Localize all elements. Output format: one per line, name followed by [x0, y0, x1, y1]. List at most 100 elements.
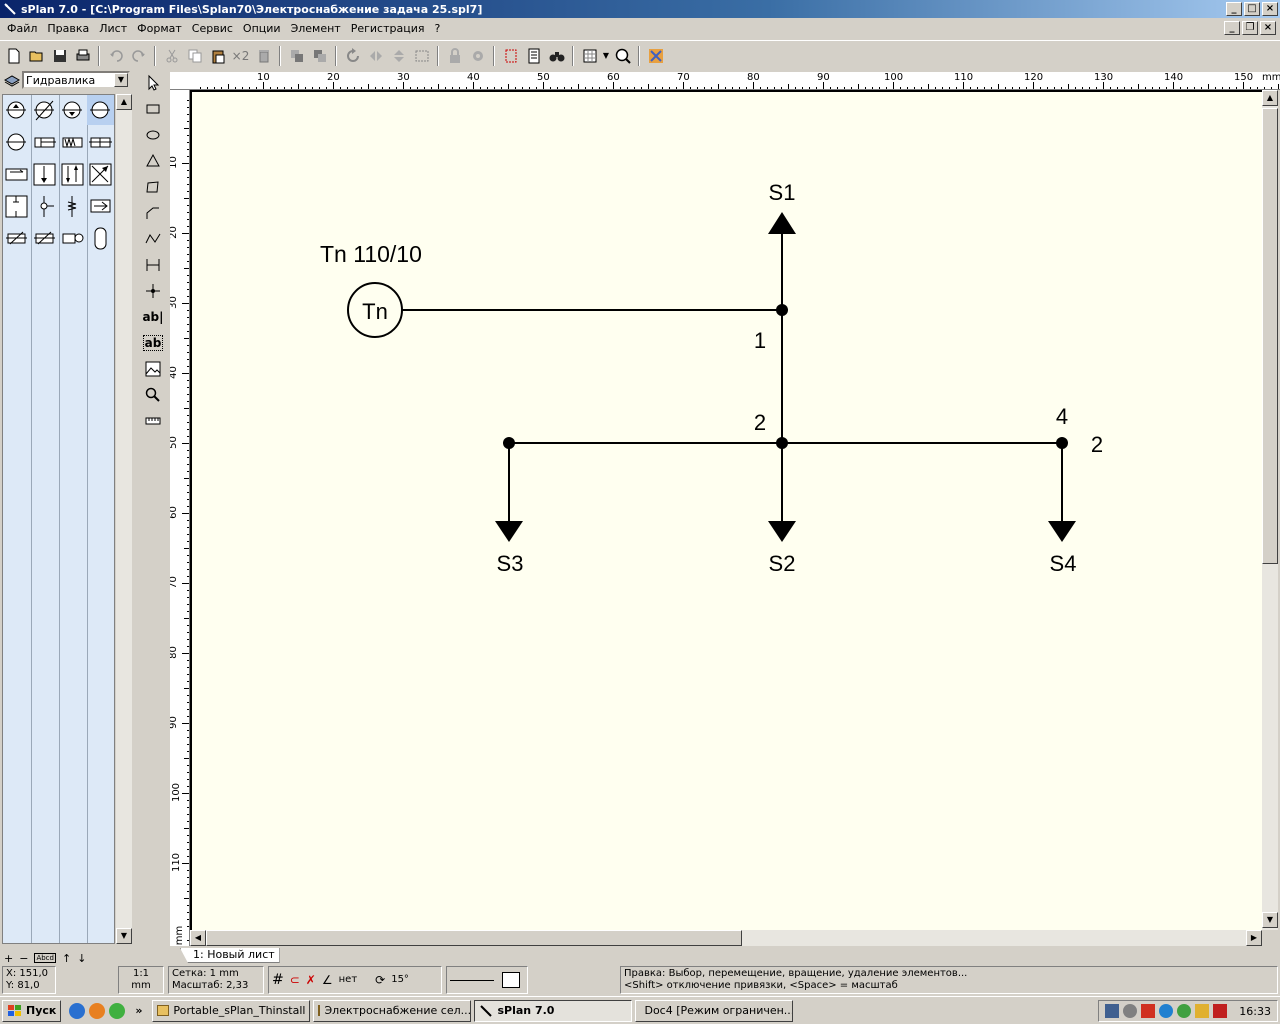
avast-icon[interactable] [89, 1002, 106, 1019]
rectangle-tool[interactable] [141, 96, 165, 122]
browser-icon[interactable] [109, 1002, 126, 1019]
group-button[interactable] [410, 44, 433, 67]
lock-button[interactable] [443, 44, 466, 67]
horizontal-scroll-thumb[interactable] [206, 930, 742, 946]
quick-launch-chevron[interactable]: » [135, 1004, 143, 1017]
menu-sheet[interactable]: Лист [99, 21, 128, 35]
library-symbol-cylinder[interactable] [31, 127, 58, 157]
maximize-button[interactable]: □ [1244, 2, 1260, 16]
magnet-icon[interactable]: ⊂ [289, 973, 300, 987]
undo-button[interactable] [104, 44, 127, 67]
load-arrow-s2[interactable] [768, 521, 796, 542]
redo-button[interactable] [127, 44, 150, 67]
grid-dropdown[interactable]: ▼ [601, 44, 611, 67]
task-word-doc4[interactable]: Doc4 [Режим ограничен... [635, 999, 794, 1022]
grid-button[interactable] [578, 44, 601, 67]
bring-front-button[interactable] [285, 44, 308, 67]
zoom-tool[interactable] [141, 382, 165, 408]
update-icon[interactable] [1159, 1004, 1174, 1018]
bezier-tool[interactable] [141, 174, 165, 200]
paste-button[interactable] [206, 44, 229, 67]
magnet-off-icon[interactable]: ✗ [305, 973, 316, 987]
library-scrollbar[interactable]: ▲ ▼ [116, 94, 132, 944]
cut-button[interactable] [160, 44, 183, 67]
menu-service[interactable]: Сервис [191, 21, 233, 35]
junction-node-2[interactable] [776, 437, 788, 449]
library-symbol-motor-valve[interactable] [59, 223, 86, 253]
dimension-tool[interactable] [141, 252, 165, 278]
properties-button[interactable] [522, 44, 545, 67]
library-symbol-var-pump[interactable] [31, 95, 58, 125]
menu-registration[interactable]: Регистрация [350, 21, 425, 35]
scroll-down-arrow-icon[interactable]: ▼ [116, 928, 132, 944]
scroll-left-arrow-icon[interactable]: ◀ [190, 930, 206, 946]
zoom-button[interactable] [611, 44, 634, 67]
task-portable-splan[interactable]: Portable_sPlan_Thinstall [152, 999, 311, 1022]
canvas-vertical-scrollbar[interactable]: ▲ ▼ [1262, 90, 1278, 930]
image-tool[interactable] [141, 356, 165, 382]
print-button[interactable] [71, 44, 94, 67]
library-symbol-flow-cross[interactable] [87, 159, 114, 189]
menu-edit[interactable]: Правка [47, 21, 90, 35]
copy-button[interactable] [183, 44, 206, 67]
textbox-tool[interactable]: ab [141, 330, 165, 356]
rotate-button[interactable] [341, 44, 364, 67]
sheet-tab-1[interactable]: 1: Новый лист [180, 948, 280, 963]
vertical-scroll-thumb[interactable] [1262, 108, 1278, 564]
save-button[interactable] [48, 44, 71, 67]
load-arrow-s4[interactable] [1048, 521, 1076, 542]
scroll-right-arrow-icon[interactable]: ▶ [1246, 930, 1262, 946]
curve-tool[interactable] [141, 226, 165, 252]
network-icon[interactable] [1105, 1004, 1120, 1018]
menu-file[interactable]: Файл [7, 21, 38, 35]
sound-icon[interactable] [1123, 1004, 1138, 1018]
add-library-button[interactable]: + [4, 951, 14, 965]
tools-icon[interactable] [1195, 1004, 1210, 1018]
ie-icon[interactable] [69, 1002, 86, 1019]
line-style-preview[interactable] [450, 979, 494, 981]
delete-button[interactable] [252, 44, 275, 67]
task-splan[interactable]: sPlan 7.0 [474, 999, 633, 1022]
snap-angle-value[interactable]: нет [338, 974, 358, 985]
menu-format[interactable]: Формат [137, 21, 182, 35]
line-style-box[interactable] [446, 966, 528, 994]
library-symbol-motor[interactable] [59, 95, 86, 125]
library-symbol-double-cylinder[interactable] [87, 127, 114, 157]
menu-options[interactable]: Опции [242, 21, 281, 35]
check-icon[interactable] [1177, 1004, 1192, 1018]
menu-help[interactable]: ? [434, 21, 441, 35]
mirror-v-button[interactable] [387, 44, 410, 67]
library-symbol-check-valve[interactable] [31, 191, 58, 221]
measure-tool[interactable] [141, 408, 165, 434]
angle-icon[interactable]: ∠ [321, 973, 333, 987]
unlock-button[interactable] [466, 44, 489, 67]
text-tool[interactable]: ab| [141, 304, 165, 330]
junction-node-s3[interactable] [503, 437, 515, 449]
kaspersky-icon[interactable] [1213, 1004, 1228, 1018]
library-symbol-compressor[interactable] [3, 127, 30, 157]
start-button[interactable]: Пуск [2, 999, 62, 1022]
doc-restore-button[interactable]: ❐ [1242, 21, 1258, 35]
scroll-up-arrow-icon[interactable]: ▲ [1262, 90, 1278, 106]
doc-close-button[interactable]: × [1260, 21, 1276, 35]
doc-minimize-button[interactable]: _ [1224, 21, 1240, 35]
library-symbol-throttle[interactable] [3, 223, 30, 253]
drawing-canvas[interactable]: Tn Tn 110/10 S1 S2 S3 S4 1 2 4 2 [190, 90, 1262, 930]
fill-color-preview[interactable] [502, 972, 520, 988]
remove-library-button[interactable]: − [19, 951, 29, 965]
source-circle[interactable] [347, 282, 403, 338]
select-tool[interactable] [141, 70, 165, 96]
task-electro-folder[interactable]: Электроснабжение сел... [313, 999, 472, 1022]
polygon-tool[interactable] [141, 148, 165, 174]
scale-box[interactable]: 1:1 mm [118, 966, 164, 994]
library-symbol-spring-valve[interactable] [59, 191, 86, 221]
rotation-step-value[interactable]: 15° [391, 974, 409, 985]
scroll-down-arrow-icon[interactable]: ▼ [1262, 912, 1278, 928]
snap-button[interactable] [499, 44, 522, 67]
new-file-button[interactable] [2, 44, 25, 67]
library-symbol-tank[interactable] [3, 191, 30, 221]
library-editor-button[interactable] [644, 44, 667, 67]
library-layers-button[interactable] [2, 71, 22, 89]
scroll-up-arrow-icon[interactable]: ▲ [116, 94, 132, 110]
grid-snap-icon[interactable]: # [272, 972, 284, 988]
